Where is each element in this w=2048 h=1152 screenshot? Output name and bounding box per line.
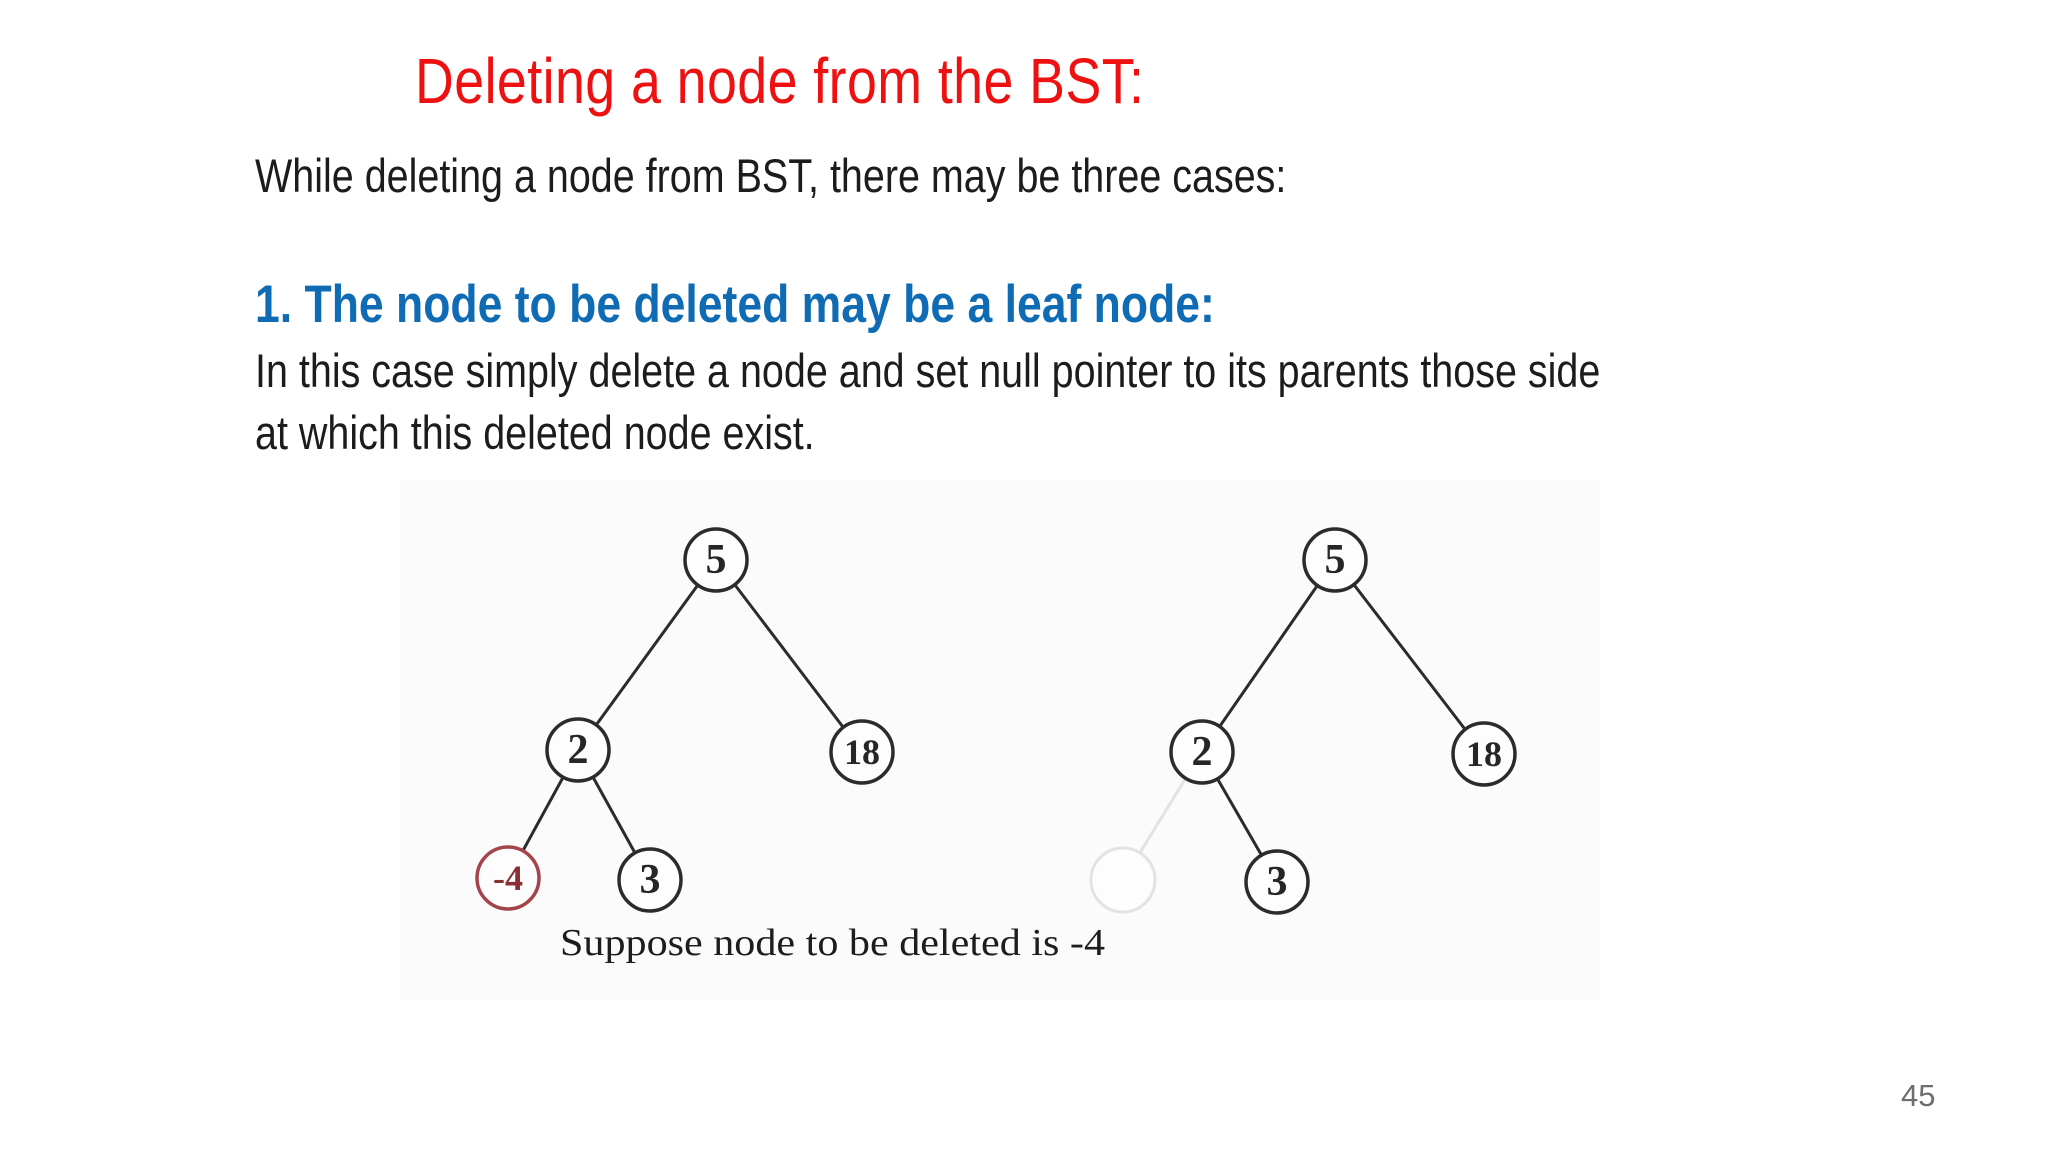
after-left-node-circle: [1169, 719, 1235, 785]
before-right-node-circle: [829, 719, 895, 785]
before-tree: 5 2 18 -4 3: [475, 527, 895, 913]
before-leftleft-node-label: -4: [493, 858, 523, 898]
case1-body-line-1: In this case simply delete a node and se…: [255, 344, 1601, 397]
intro-text: While deleting a node from BST, there ma…: [255, 149, 1287, 202]
before-left-node-circle: [545, 717, 611, 783]
after-leftright-node-label: 3: [1267, 859, 1288, 905]
before-edge-root-right: [714, 559, 864, 753]
after-root-node-label: 5: [1325, 537, 1346, 583]
after-right-node-label: 18: [1466, 734, 1502, 774]
after-right-node-circle: [1451, 721, 1517, 787]
case1-body: In this case simply delete a node and se…: [255, 340, 1600, 464]
before-root-node-circle: [683, 527, 749, 593]
case1-body-line-2: at which this deleted node exist.: [255, 406, 815, 459]
case1-heading: 1. The node to be deleted may be a leaf …: [255, 275, 1215, 334]
after-root-node-circle: [1302, 527, 1368, 593]
figure-caption: Suppose node to be deleted is -4: [560, 922, 1105, 964]
after-edge-root-right: [1333, 559, 1486, 755]
after-leftright-node-circle: [1244, 849, 1310, 915]
before-root-node-label: 5: [706, 537, 727, 583]
before-leftleft-node-circle-highlighted: [475, 845, 541, 911]
before-left-node-label: 2: [568, 727, 589, 773]
bst-deletion-figure: 5 2 18 -4 3 5 2 18 3 Suppose node to be …: [400, 480, 1600, 1000]
slide-title: Deleting a node from the BST:: [415, 45, 1145, 117]
after-tree: 5 2 18 3: [1089, 527, 1517, 915]
after-left-node-label: 2: [1192, 729, 1213, 775]
before-leftright-node-label: 3: [640, 857, 661, 903]
after-deleted-node-ghost-circle: [1089, 846, 1157, 914]
before-leftright-node-circle: [617, 847, 683, 913]
before-right-node-label: 18: [844, 732, 880, 772]
after-edge-root-left: [1200, 559, 1337, 753]
page-number: 45: [1901, 1078, 1936, 1113]
before-edge-root-left: [576, 559, 718, 751]
